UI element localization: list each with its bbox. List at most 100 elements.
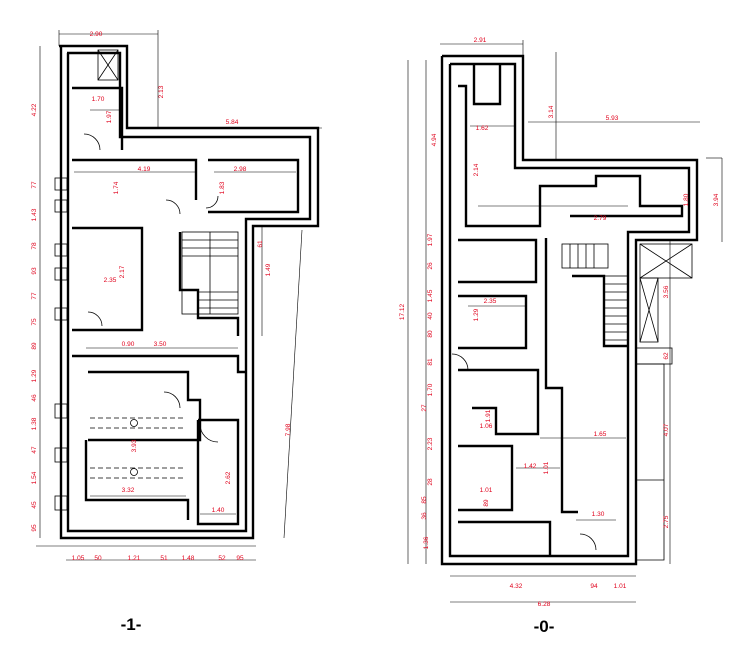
dimension-label: 45: [31, 501, 38, 509]
dimension-label: 36: [421, 512, 428, 520]
window-niches: [54, 177, 68, 511]
dimension-label: 1.65: [594, 431, 607, 438]
dimension-label: 2.14: [473, 163, 480, 176]
dimension-label: 2.98: [234, 166, 247, 173]
dimension-label: 93: [31, 267, 38, 275]
dimension-label: 1.45: [427, 289, 434, 302]
dimension-label: 80: [427, 330, 434, 338]
dimension-label: 2.90: [90, 31, 103, 38]
dimension-labels: 2.901.701.972.135.844.191.742.981.832.17…: [31, 31, 720, 608]
dimension-label: 4.94: [431, 133, 438, 146]
dimension-label: 1.30: [592, 511, 605, 518]
dimension-lines: [407, 40, 723, 603]
dimension-label: 1.54: [31, 471, 38, 484]
chimney: [97, 49, 119, 81]
dimension-label: 1.29: [31, 369, 38, 382]
dimension-label: 94: [590, 583, 598, 590]
dimension-label: 61: [257, 240, 264, 248]
dimension-label: 1.01: [543, 461, 550, 474]
dimension-label: 77: [31, 181, 38, 189]
dimension-label: 1.97: [106, 110, 113, 123]
outer-wall: [59, 44, 320, 540]
column: [130, 419, 138, 427]
dimension-label: 2.35: [104, 277, 117, 284]
dimension-label: 1.97: [427, 233, 434, 246]
dimension-label: 1.40: [212, 507, 225, 514]
dimension-label: 5.84: [226, 119, 239, 126]
dimension-label: 27: [421, 404, 428, 412]
dimension-label: 75: [31, 318, 38, 326]
dimension-label: 1.21: [128, 555, 141, 562]
dimension-label: 1.62: [476, 125, 489, 132]
plan-ground: [407, 40, 723, 603]
void: [639, 243, 693, 279]
dimension-label: 3.32: [122, 487, 135, 494]
dimension-label: 1.83: [219, 181, 226, 194]
dimension-label: 2.35: [484, 298, 497, 305]
dimension-label: 4.07: [663, 423, 670, 436]
dimension-label: 51: [160, 555, 168, 562]
dimension-label: 1.29: [473, 308, 480, 321]
dimension-label: 3.94: [713, 193, 720, 206]
dimension-label: 3.56: [663, 285, 670, 298]
dimension-label: 1.05: [72, 555, 85, 562]
outer-wall-inner: [448, 62, 691, 558]
dimension-label: 2.23: [427, 437, 434, 450]
door-swing: [83, 133, 101, 151]
dimension-label: 95: [31, 524, 38, 532]
outer-wall: [440, 54, 699, 566]
dimension-label: 50: [94, 555, 102, 562]
dimension-label: 1.01: [480, 487, 493, 494]
dimension-label: 2.13: [158, 85, 165, 98]
plan-basement: [36, 30, 322, 561]
dimension-label: 1.70: [427, 383, 434, 396]
dimension-label: 89: [31, 342, 38, 350]
dimension-label: 26: [427, 262, 434, 270]
column: [130, 468, 138, 476]
outer-wall-inner: [66, 51, 312, 533]
dimension-label: 1.43: [31, 208, 38, 221]
dimension-label: 4.32: [510, 583, 523, 590]
dimension-label: 89: [483, 499, 490, 507]
dimension-label: 4.19: [138, 166, 151, 173]
dimension-label: 1.91: [485, 409, 492, 422]
dimension-label: 3.14: [548, 105, 555, 118]
dimension-label: 2.91: [474, 37, 487, 44]
dimension-label: 1.74: [113, 181, 120, 194]
dimension-label: 1.01: [614, 583, 627, 590]
dimension-label: 6.28: [538, 601, 551, 608]
dimension-label: 52: [218, 555, 226, 562]
dimension-label: 1.48: [182, 555, 195, 562]
dimension-label: 85: [421, 496, 428, 504]
dimension-label: 1.06: [480, 423, 493, 430]
dimension-label: 47: [31, 446, 38, 454]
plan-caption-ground: -0-: [534, 617, 555, 636]
dimension-label: 78: [31, 242, 38, 250]
dimension-label: 3.93: [131, 439, 138, 452]
dimension-label: 81: [427, 358, 434, 366]
dimension-label: 2.75: [663, 515, 670, 528]
dimension-label: 95: [236, 555, 244, 562]
dimension-label: 4.22: [31, 103, 38, 116]
dimension-label: 40: [427, 312, 434, 320]
dimension-label: 1.70: [92, 96, 105, 103]
dimension-label: 5.93: [606, 115, 619, 122]
dimension-label: 1.80: [683, 193, 690, 206]
dimension-label: 7.98: [285, 423, 292, 436]
stairs: [561, 243, 629, 347]
dimension-label: 46: [31, 394, 38, 402]
dimension-label: 2.62: [225, 471, 232, 484]
dimension-label: 2.17: [119, 265, 126, 278]
inner-wall: [72, 86, 124, 150]
dimension-label: 62: [663, 352, 670, 360]
dimension-label: 1.49: [265, 263, 272, 276]
dimension-label: 77: [31, 292, 38, 300]
dimension-label: 1.42: [524, 463, 537, 470]
dimension-label: 0.90: [122, 341, 135, 348]
dimension-label: 28: [427, 478, 434, 486]
dimension-label: 1.38: [31, 417, 38, 430]
stairs: [181, 231, 239, 315]
dimension-label: 1.36: [423, 536, 430, 549]
plan-caption-basement: -1-: [121, 615, 142, 634]
dimension-label: 17.12: [399, 303, 406, 320]
